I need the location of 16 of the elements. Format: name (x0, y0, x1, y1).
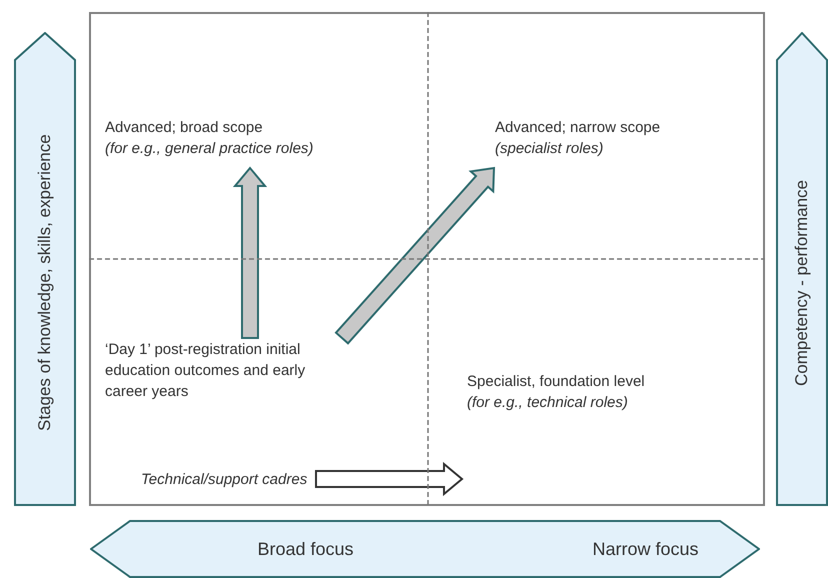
quadrant-label: Specialist, foundation level (467, 372, 646, 392)
axis-label: Competency - performance (791, 179, 812, 388)
block-arrow (232, 166, 268, 339)
block-arrow (334, 166, 496, 345)
example-note: (for e.g., technical roles) (467, 393, 629, 413)
quadrant-label: Advanced; broad scope (105, 118, 264, 138)
block-arrow (315, 462, 464, 496)
axis-label: Narrow focus (592, 538, 699, 560)
example-note: (specialist roles) (495, 139, 604, 159)
example-note: Technical/support cadres (141, 470, 308, 490)
quadrant-label: ‘Day 1’ post-registration initial education outcomes and early career years (105, 340, 306, 402)
quadrant-frame (89, 12, 765, 506)
axis-label: Stages of knowledge, skills, experience (34, 134, 55, 434)
axis-label: Broad focus (258, 538, 354, 560)
example-note: (for e.g., general practice roles) (105, 139, 314, 159)
quadrant-label: Advanced; narrow scope (495, 118, 662, 138)
